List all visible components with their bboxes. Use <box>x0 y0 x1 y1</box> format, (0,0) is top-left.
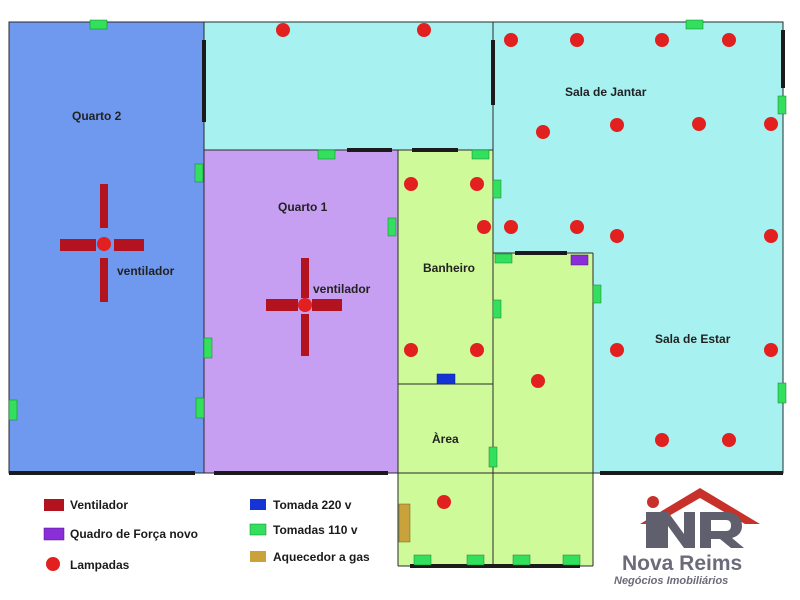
fan-hub <box>298 298 312 312</box>
lamp-icon <box>477 220 491 234</box>
room-area-right <box>493 253 593 566</box>
socket-110-icon <box>413 554 432 566</box>
lamp-icon <box>764 343 778 357</box>
fan-blade <box>100 184 108 228</box>
lamp-icon <box>570 33 584 47</box>
socket-110-icon <box>317 149 336 160</box>
socket-110-icon <box>471 149 490 160</box>
legend-label: Tomadas 110 v <box>273 523 358 537</box>
fan-icon <box>44 499 64 511</box>
socket-110-icon <box>195 397 205 419</box>
socket-110-icon <box>777 95 787 115</box>
legend-label: Quadro de Força novo <box>70 527 198 541</box>
room-area-left <box>398 384 493 566</box>
label-quarto-2: Quarto 2 <box>72 109 122 123</box>
lamp-icon <box>722 33 736 47</box>
ceiling-fan-quarto-1 <box>266 258 342 356</box>
socket-110-icon <box>492 179 502 199</box>
socket-110-icon <box>592 284 602 304</box>
socket-110-icon <box>194 163 204 183</box>
lamp-icon <box>504 33 518 47</box>
lamps <box>276 23 778 509</box>
lamp-icon <box>655 33 669 47</box>
socket-110-icon <box>488 446 498 468</box>
socket-220-icon <box>436 373 456 385</box>
lamp-icon <box>610 229 624 243</box>
logo-dot <box>647 496 659 508</box>
label-banheiro: Banheiro <box>423 261 475 275</box>
sockets-110v <box>8 19 787 566</box>
lamp-icon <box>46 557 60 571</box>
label-fan-quarto-1: ventilador <box>313 282 371 296</box>
socket-110-icon <box>466 554 485 566</box>
socket-110-icon <box>203 337 213 359</box>
thick-walls <box>9 30 785 568</box>
label-area: Àrea <box>432 431 459 446</box>
legend-label: Tomada 220 v <box>273 498 352 512</box>
lamp-icon <box>437 495 451 509</box>
room-corridor <box>204 22 493 150</box>
lamp-icon <box>531 374 545 388</box>
label-quarto-1: Quarto 1 <box>278 200 328 214</box>
socket-110-icon <box>562 554 581 566</box>
logo-tagline: Negócios Imobiliários <box>614 575 728 587</box>
fan-blade <box>312 299 342 311</box>
room-quarto-1 <box>204 150 398 473</box>
socket-220-icon <box>250 499 266 510</box>
socket-110-icon <box>512 554 531 566</box>
lamp-icon <box>417 23 431 37</box>
label-sala-de-jantar: Sala de Jantar <box>565 85 647 99</box>
lamp-icon <box>610 343 624 357</box>
logo-name: Nova Reims <box>622 552 742 575</box>
socket-110-icon <box>387 217 397 237</box>
socket-110-icon <box>492 299 502 319</box>
gas-heater-icon <box>250 551 266 562</box>
lamp-icon <box>692 117 706 131</box>
fan-blade <box>100 258 108 302</box>
lamp-icon <box>764 117 778 131</box>
ceiling-fan-quarto-2 <box>60 184 144 302</box>
electrical-panel-icon <box>43 527 65 541</box>
lamp-icon <box>470 343 484 357</box>
label-sala-de-estar: Sala de Estar <box>655 332 731 346</box>
legend-label: Aquecedor a gas <box>273 550 370 564</box>
label-fan-quarto-2: ventilador <box>117 264 175 278</box>
fan-hub <box>97 237 111 251</box>
fan-blade <box>266 299 298 311</box>
socket-110-icon <box>249 523 267 536</box>
lamp-icon <box>276 23 290 37</box>
lamp-icon <box>610 118 624 132</box>
lamp-icon <box>404 177 418 191</box>
legend-label: Ventilador <box>70 498 128 512</box>
legend: Ventilador Quadro de Força novo Lampadas… <box>43 498 370 572</box>
socket-110-icon <box>685 19 704 30</box>
lamp-icon <box>470 177 484 191</box>
socket-110-icon <box>89 19 108 30</box>
lamp-icon <box>722 433 736 447</box>
socket-110-icon <box>777 382 787 404</box>
legend-label: Lampadas <box>70 558 130 572</box>
fan-blade <box>301 314 309 356</box>
lamp-icon <box>504 220 518 234</box>
electrical-panel-icon <box>570 254 589 266</box>
gas-heater-icon <box>398 503 411 543</box>
lamp-icon <box>536 125 550 139</box>
fan-blade <box>60 239 96 251</box>
lamp-icon <box>764 229 778 243</box>
lamp-icon <box>655 433 669 447</box>
fan-blade <box>301 258 309 298</box>
fan-blade <box>114 239 144 251</box>
lamp-icon <box>404 343 418 357</box>
socket-110-icon <box>8 399 18 421</box>
lamp-icon <box>570 220 584 234</box>
company-logo: Nova Reims Negócios Imobiliários <box>614 488 760 587</box>
logo-initials-mark <box>646 512 744 548</box>
socket-110-icon <box>494 253 513 264</box>
